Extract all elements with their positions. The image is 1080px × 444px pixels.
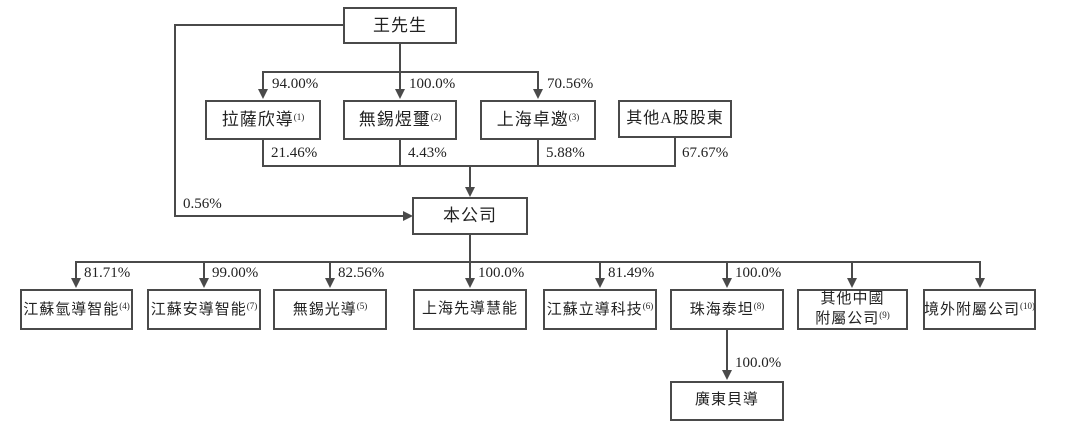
node-label: 境外附屬公司	[924, 301, 1021, 318]
node-footnote: (5)	[356, 300, 368, 311]
node-jiangsu-lidao: 江蘇立導科技(6)	[543, 289, 657, 330]
arrow-down	[258, 89, 268, 99]
node-label: 拉薩欣導	[221, 110, 294, 130]
connector-line	[75, 261, 981, 263]
connector-line	[399, 140, 401, 167]
arrow-down	[975, 278, 985, 288]
node-footnote: (7)	[246, 300, 258, 311]
connector-line	[469, 167, 471, 187]
edge-label-titan-to-beidao: 100.0%	[735, 355, 782, 371]
connector-line	[399, 72, 401, 89]
edge-label-company-to-guangdao: 82.56%	[338, 265, 385, 281]
edge-label-company-to-andao: 99.00%	[212, 265, 259, 281]
connector-line	[262, 165, 676, 167]
edge-label-wang-to-company: 0.56%	[183, 196, 222, 212]
node-footnote: (3)	[568, 111, 580, 122]
node-label: 江蘇安導智能	[150, 301, 247, 318]
node-the-company: 本公司	[412, 197, 528, 235]
node-lhasa-xindao: 拉薩欣導(1)	[205, 100, 321, 140]
edge-label-company-to-titan: 100.0%	[735, 265, 782, 281]
node-other-prc-subsidiaries: 其他中國 附屬公司(9)	[797, 289, 908, 330]
arrow-down	[595, 278, 605, 288]
node-label: 上海先導慧能	[421, 300, 518, 317]
arrow-down	[465, 187, 475, 197]
connector-line	[329, 263, 331, 278]
connector-line	[726, 330, 728, 370]
node-label: 廣東貝導	[694, 392, 759, 409]
arrow-down	[71, 278, 81, 288]
arrow-down	[533, 89, 543, 99]
node-footnote: (9)	[879, 309, 890, 320]
connector-line	[174, 215, 403, 217]
node-label: 其他中國	[820, 291, 885, 308]
edge-label-yuxi-to-company: 4.43%	[408, 145, 447, 161]
node-zhuhai-titan: 珠海泰坦(8)	[670, 289, 784, 330]
edge-label-company-to-lidao: 81.49%	[608, 265, 655, 281]
node-footnote: (10)	[1020, 300, 1036, 311]
connector-line	[203, 263, 205, 278]
edge-label-wang-to-yuxi: 100.0%	[409, 76, 456, 92]
node-footnote: (1)	[293, 111, 305, 122]
edge-label-wang-to-lhasa: 94.00%	[272, 76, 319, 92]
edge-label-company-to-xiandao: 100.0%	[478, 265, 525, 281]
arrow-down	[722, 370, 732, 380]
edge-label-other-a-to-company: 67.67%	[682, 145, 729, 161]
node-label: 無錫光導	[292, 301, 357, 318]
node-label: 其他A股股東	[626, 109, 724, 127]
edge-label-lhasa-to-company: 21.46%	[271, 145, 318, 161]
node-wuxi-yuxi: 無錫煜璽(2)	[343, 100, 457, 140]
node-label: 本公司	[443, 206, 497, 226]
connector-line	[537, 72, 539, 89]
connector-line	[75, 263, 77, 278]
arrow-down	[465, 278, 475, 288]
node-wuxi-guangdao: 無錫光導(5)	[273, 289, 387, 330]
arrow-down	[847, 278, 857, 288]
node-footnote: (8)	[753, 300, 765, 311]
node-label: 上海卓邀	[496, 110, 569, 130]
node-label: 王先生	[373, 15, 427, 35]
connector-line	[399, 44, 401, 72]
node-other-a-share-holders: 其他A股股東	[618, 100, 732, 138]
node-guangdong-beidao: 廣東貝導	[670, 381, 784, 421]
node-offshore-subsidiaries: 境外附屬公司(10)	[923, 289, 1036, 330]
node-label: 江蘇氫導智能	[23, 301, 120, 318]
node-footnote: (2)	[430, 111, 442, 122]
connector-line	[262, 72, 264, 89]
connector-line	[979, 263, 981, 278]
connector-line	[469, 235, 471, 263]
connector-line	[262, 140, 264, 167]
connector-line	[174, 24, 343, 26]
arrow-down	[325, 278, 335, 288]
arrow-right	[403, 211, 413, 221]
connector-line	[537, 140, 539, 167]
arrow-down	[199, 278, 209, 288]
node-label: 附屬公司	[815, 310, 880, 327]
arrow-down	[722, 278, 732, 288]
edge-label-wang-to-zhuoyao: 70.56%	[547, 76, 594, 92]
node-label: 無錫煜璽	[358, 110, 431, 130]
node-jiangsu-andao: 江蘇安導智能(7)	[147, 289, 261, 330]
node-shanghai-xiandao-huineng: 上海先導慧能	[413, 289, 527, 330]
connector-line	[469, 263, 471, 278]
connector-line	[851, 263, 853, 278]
node-label: 珠海泰坦	[689, 301, 754, 318]
connector-line	[674, 138, 676, 167]
arrow-down	[395, 89, 405, 99]
edge-label-zhuoyao-to-company: 5.88%	[546, 145, 585, 161]
node-label: 江蘇立導科技	[546, 301, 643, 318]
connector-line	[599, 263, 601, 278]
edge-label-company-to-qingdao: 81.71%	[84, 265, 131, 281]
node-shanghai-zhuoyao: 上海卓邀(3)	[480, 100, 596, 140]
node-footnote: (6)	[642, 300, 654, 311]
connector-line	[726, 263, 728, 278]
connector-line	[174, 24, 176, 217]
node-footnote: (4)	[119, 300, 130, 311]
node-jiangsu-qingdao: 江蘇氫導智能(4)	[20, 289, 133, 330]
node-mr-wang: 王先生	[343, 7, 457, 44]
